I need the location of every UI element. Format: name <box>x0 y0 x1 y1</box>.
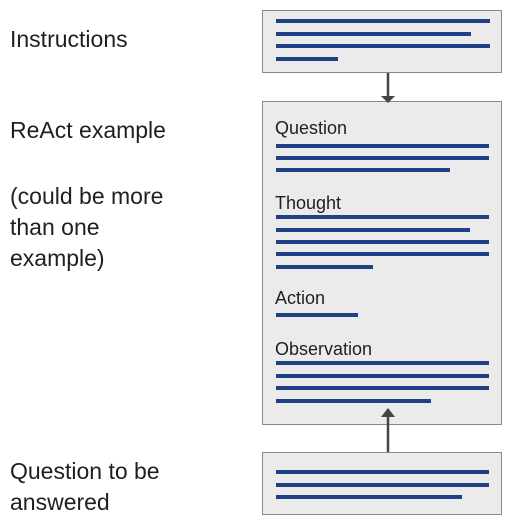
thought-text-line <box>276 265 373 269</box>
could-be-more-line2: than one <box>10 214 100 240</box>
question-to-answer-line1: Question to be <box>10 458 160 484</box>
question-to-answer-text-line <box>276 483 489 487</box>
react-example-label: ReAct example <box>10 117 166 143</box>
arrow-down-icon <box>381 73 395 103</box>
could-be-more-line1: (could be more <box>10 183 164 209</box>
question-text-line <box>276 168 450 172</box>
instructions-text-line <box>276 57 338 61</box>
action-text-line <box>276 313 358 317</box>
question-section-label: Question <box>275 118 348 138</box>
thought-text-line <box>276 252 489 256</box>
observation-section-label: Observation <box>275 339 373 359</box>
instructions-text-line <box>276 19 490 23</box>
observation-text-line <box>276 399 431 403</box>
action-section-label: Action <box>275 288 326 308</box>
observation-text-line <box>276 374 489 378</box>
observation-text-line <box>276 386 489 390</box>
instructions-text-line <box>276 32 471 36</box>
question-to-answer-text-line <box>276 495 462 499</box>
arrow-up-icon <box>381 408 395 452</box>
thought-section-label: Thought <box>275 193 342 213</box>
thought-text-line <box>276 228 470 232</box>
instructions-label: Instructions <box>10 26 128 52</box>
instructions-text-line <box>276 44 490 48</box>
could-be-more-line3: example) <box>10 245 105 271</box>
question-text-line <box>276 156 489 160</box>
question-to-answer-text-line <box>276 470 489 474</box>
question-to-answer-line2: answered <box>10 489 110 515</box>
thought-text-line <box>276 240 489 244</box>
question-text-line <box>276 144 489 148</box>
react-example-box <box>262 101 502 425</box>
thought-text-line <box>276 215 489 219</box>
observation-text-line <box>276 361 489 365</box>
